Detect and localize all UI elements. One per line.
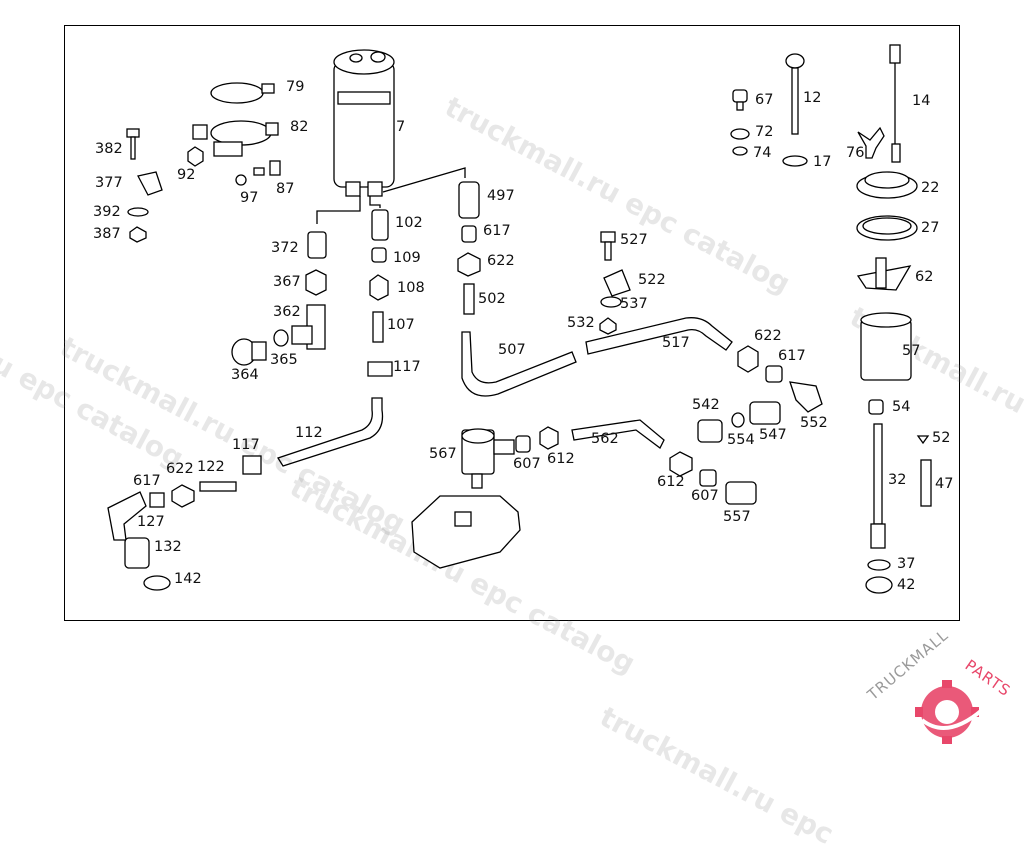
part-label: 67 — [755, 92, 774, 108]
part-label: 557 — [723, 509, 751, 525]
part-label: 562 — [591, 431, 619, 447]
part-label: 507 — [498, 342, 526, 358]
part-label: 542 — [692, 397, 720, 413]
gear-icon — [915, 680, 984, 744]
part-label: 497 — [487, 188, 515, 204]
part-label: 52 — [932, 430, 951, 446]
part-label: 522 — [638, 272, 666, 288]
part-label: 47 — [935, 476, 954, 492]
part-label: 37 — [897, 556, 916, 572]
fuel-filter-housing — [333, 49, 395, 197]
part-label: 552 — [800, 415, 828, 431]
part-label: 142 — [174, 571, 202, 587]
part-label: 117 — [393, 359, 421, 375]
part-label: 537 — [620, 296, 648, 312]
part-label: 108 — [397, 280, 425, 296]
part-label: 14 — [912, 93, 931, 109]
part-label: 377 — [95, 175, 123, 191]
part-label: 567 — [429, 446, 457, 462]
part-label: 62 — [915, 269, 934, 285]
part-label: 607 — [513, 456, 541, 472]
part-label: 622 — [166, 461, 194, 477]
part-label: 92 — [177, 167, 196, 183]
diagram-frame — [64, 25, 960, 621]
part-label: 382 — [95, 141, 123, 157]
part-label: 17 — [813, 154, 832, 170]
part-label: 612 — [657, 474, 685, 490]
part-label: 392 — [93, 204, 121, 220]
part-label: 617 — [778, 348, 806, 364]
part-label: 87 — [276, 181, 295, 197]
part-label: 117 — [232, 437, 260, 453]
part-label: 554 — [727, 432, 755, 448]
part-label: 622 — [487, 253, 515, 269]
part-label: 617 — [483, 223, 511, 239]
part-label: 74 — [753, 145, 772, 161]
part-label: 365 — [270, 352, 298, 368]
part-label: 79 — [286, 79, 305, 95]
part-label: 607 — [691, 488, 719, 504]
part-label: 54 — [892, 399, 911, 415]
part-label: 97 — [240, 190, 259, 206]
part-label: 82 — [290, 119, 309, 135]
part-label: 7 — [396, 119, 406, 135]
part-label: 367 — [273, 274, 301, 290]
part-label: 107 — [387, 317, 415, 333]
part-label: 612 — [547, 451, 575, 467]
part-label: 32 — [888, 472, 907, 488]
part-label: 127 — [137, 514, 165, 530]
part-label: 132 — [154, 539, 182, 555]
part-label: 72 — [755, 124, 774, 140]
part-label: 527 — [620, 232, 648, 248]
part-label: 42 — [897, 577, 916, 593]
part-label: 102 — [395, 215, 423, 231]
part-label: 617 — [133, 473, 161, 489]
part-label: 122 — [197, 459, 225, 475]
part-label: 547 — [759, 427, 787, 443]
part-label: 387 — [93, 226, 121, 242]
part-label: 57 — [902, 343, 921, 359]
part-label: 372 — [271, 240, 299, 256]
part-label: 76 — [846, 145, 865, 161]
part-label: 109 — [393, 250, 421, 266]
part-label: 12 — [803, 90, 822, 106]
part-label: 502 — [478, 291, 506, 307]
part-label: 112 — [295, 425, 323, 441]
part-label: 364 — [231, 367, 259, 383]
part-label: 362 — [273, 304, 301, 320]
part-label: 622 — [754, 328, 782, 344]
truckmall-parts-logo[interactable]: TRUCKMALL PARTS — [852, 626, 1022, 750]
parts-diagram — [107, 44, 932, 594]
part-label: 517 — [662, 335, 690, 351]
part-label: 27 — [921, 220, 940, 236]
part-label: 532 — [567, 315, 595, 331]
part-label: 22 — [921, 180, 940, 196]
